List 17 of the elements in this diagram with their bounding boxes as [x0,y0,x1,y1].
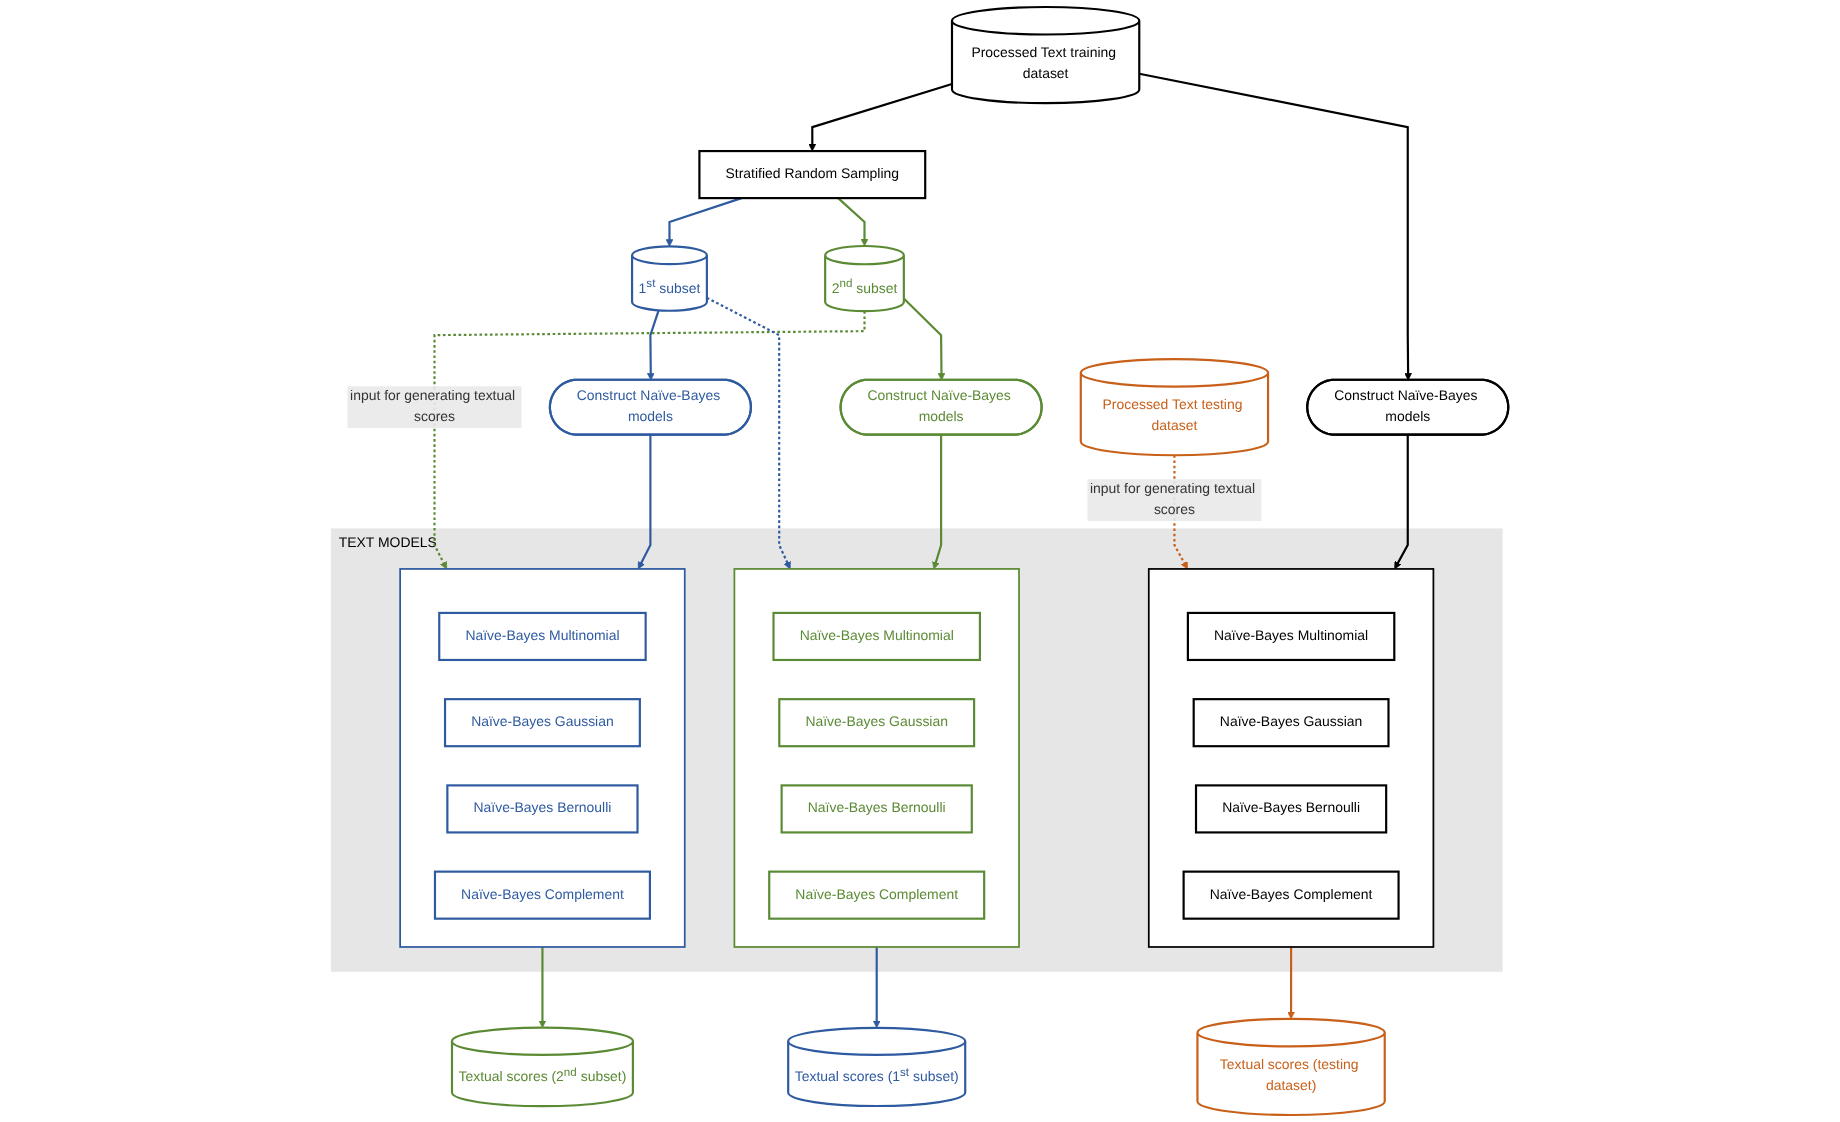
arrow [538,947,547,1029]
cluster [733,568,1020,948]
arrow [1139,72,1412,381]
arrow [665,197,742,247]
cluster [1147,568,1435,948]
arrow [646,310,660,381]
arrow [932,434,943,570]
arrow [637,434,652,570]
cluster [399,568,686,948]
arrow [706,296,791,570]
arrow [1394,434,1409,570]
arrow [872,947,881,1029]
arrow [1287,947,1295,1020]
arrow [808,82,953,152]
arrow [837,197,869,247]
arrow [433,311,866,570]
arrow [903,297,946,381]
